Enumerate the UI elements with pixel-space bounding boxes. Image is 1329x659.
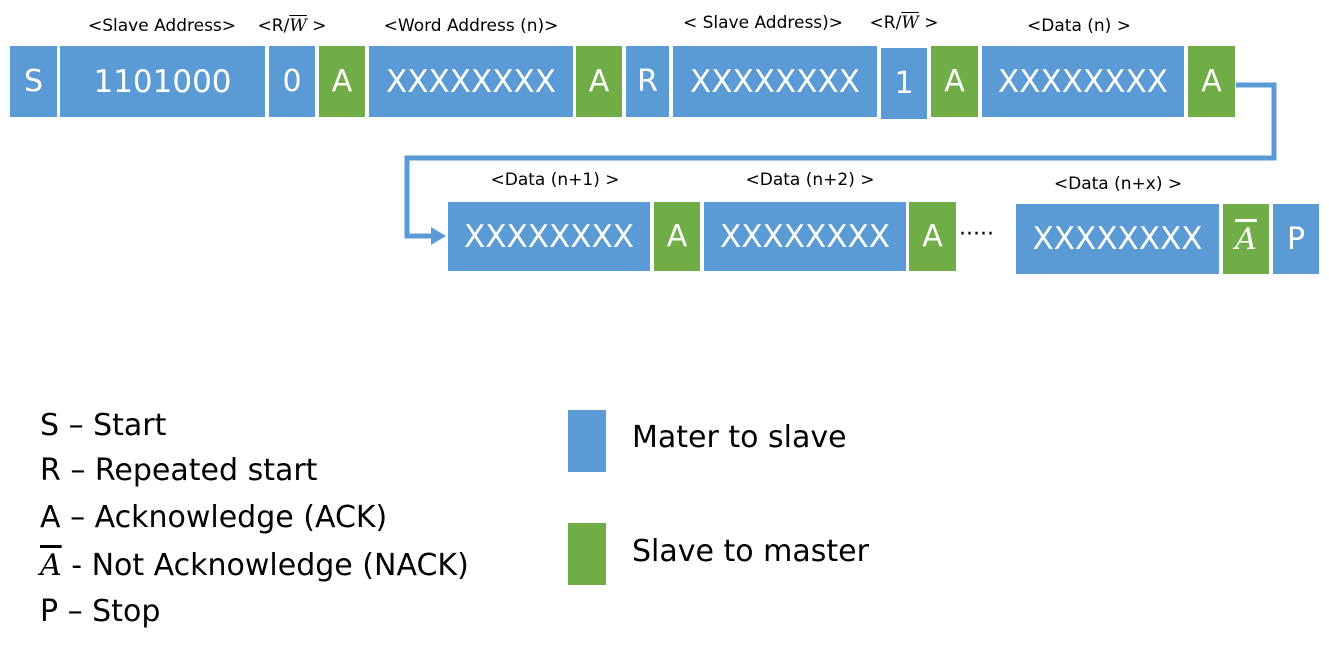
segment-ack-3: A — [931, 46, 978, 117]
legend-text: – Acknowledge (ACK) — [60, 500, 388, 535]
segment-ack-2: A — [576, 46, 622, 117]
rw-1-prefix: <R/ — [257, 16, 290, 36]
legend-swatch-slave-to-master — [568, 523, 606, 585]
legend-not-acknowledge: A - Not Acknowledge (NACK) — [40, 548, 469, 583]
segment-start: S — [10, 46, 57, 117]
segment-word-address: XXXXXXXX — [369, 46, 573, 117]
label-read-write-1: <R/W > — [258, 16, 327, 36]
segment-slave-address-2: XXXXXXXX — [673, 46, 877, 117]
rw-2-w: W — [901, 13, 919, 33]
rw-2-suffix: > — [918, 13, 939, 33]
segment-text: 1101000 — [93, 63, 232, 100]
legend-master-to-slave: Mater to slave — [632, 420, 847, 455]
rw-1-w: W — [289, 16, 307, 36]
segment-write-bit: 0 — [269, 46, 315, 117]
legend-repeated-start: R – Repeated start — [40, 453, 317, 488]
segment-data-n: XXXXXXXX — [982, 46, 1184, 117]
segment-text: A — [666, 219, 688, 254]
legend-text: - Not Acknowledge (NACK) — [61, 548, 469, 583]
label-data-n-plus-1: <Data (n+1) > — [490, 170, 620, 190]
segment-text: S — [23, 64, 44, 99]
label-slave-address: <Slave Address> — [87, 16, 237, 36]
rw-1-suffix: > — [306, 16, 327, 36]
segment-text: XXXXXXXX — [720, 218, 890, 255]
legend-slave-to-master: Slave to master — [632, 534, 869, 569]
segment-text: 1 — [894, 66, 914, 101]
segment-text: XXXXXXXX — [1032, 221, 1203, 257]
label-data-n-plus-x: <Data (n+x) > — [1053, 174, 1183, 194]
label-slave-address-2: < Slave Address)> — [682, 13, 844, 33]
legend-symbol: S — [40, 408, 60, 443]
label-read-write-2: <R/W > — [870, 13, 939, 33]
connector-line — [404, 82, 1277, 239]
segment-data-n-plus-2: XXXXXXXX — [704, 202, 906, 271]
segment-text: R — [637, 64, 658, 99]
legend-text: – Start — [59, 408, 167, 443]
legend-text: – Repeated start — [60, 453, 318, 488]
label-data-n-plus-2: <Data (n+2) > — [745, 170, 875, 190]
legend-symbol: R — [40, 453, 61, 488]
segment-ack-4: A — [1188, 46, 1235, 117]
segment-text: A — [1201, 64, 1222, 99]
segment-ack-6: A — [909, 202, 956, 271]
segment-repeated-start: R — [626, 46, 669, 117]
legend-acknowledge: A – Acknowledge (ACK) — [40, 500, 387, 535]
segment-text: XXXXXXXX — [690, 63, 860, 100]
legend-symbol: P — [40, 594, 59, 629]
legend-start: S – Start — [40, 408, 166, 443]
legend-text: – Stop — [58, 594, 161, 629]
segment-data-n-plus-1: XXXXXXXX — [448, 202, 650, 271]
legend-symbol: A — [40, 500, 61, 535]
segment-data-n-plus-x: XXXXXXXX — [1016, 204, 1219, 274]
label-data-n: <Data (n) > — [1027, 16, 1131, 36]
segment-text: P — [1286, 221, 1306, 257]
segment-text: A — [331, 64, 353, 99]
segment-read-bit: 1 — [881, 48, 927, 119]
segment-text: A — [944, 64, 965, 99]
rw-2-prefix: <R/ — [869, 13, 902, 33]
legend-symbol: A — [40, 548, 62, 583]
ellipsis-continuation: ····· — [959, 222, 994, 247]
connector-arrowhead — [431, 227, 446, 245]
legend-swatch-master-to-slave — [568, 410, 606, 472]
segment-text: XXXXXXXX — [386, 63, 556, 100]
legend-stop: P – Stop — [40, 594, 160, 629]
label-word-address: <Word Address (n)> — [383, 16, 559, 36]
segment-text: XXXXXXXX — [464, 218, 634, 255]
segment-ack-5: A — [654, 202, 700, 271]
segment-text: A — [588, 64, 610, 99]
segment-slave-address-bits: 1101000 — [60, 46, 265, 117]
segment-text: XXXXXXXX — [998, 63, 1168, 100]
segment-text: A — [922, 219, 943, 254]
segment-ack-1: A — [319, 46, 365, 117]
segment-stop: P — [1273, 204, 1319, 274]
segment-text: 0 — [282, 64, 302, 99]
segment-text: A — [1235, 221, 1257, 257]
segment-nack: A — [1223, 204, 1269, 274]
